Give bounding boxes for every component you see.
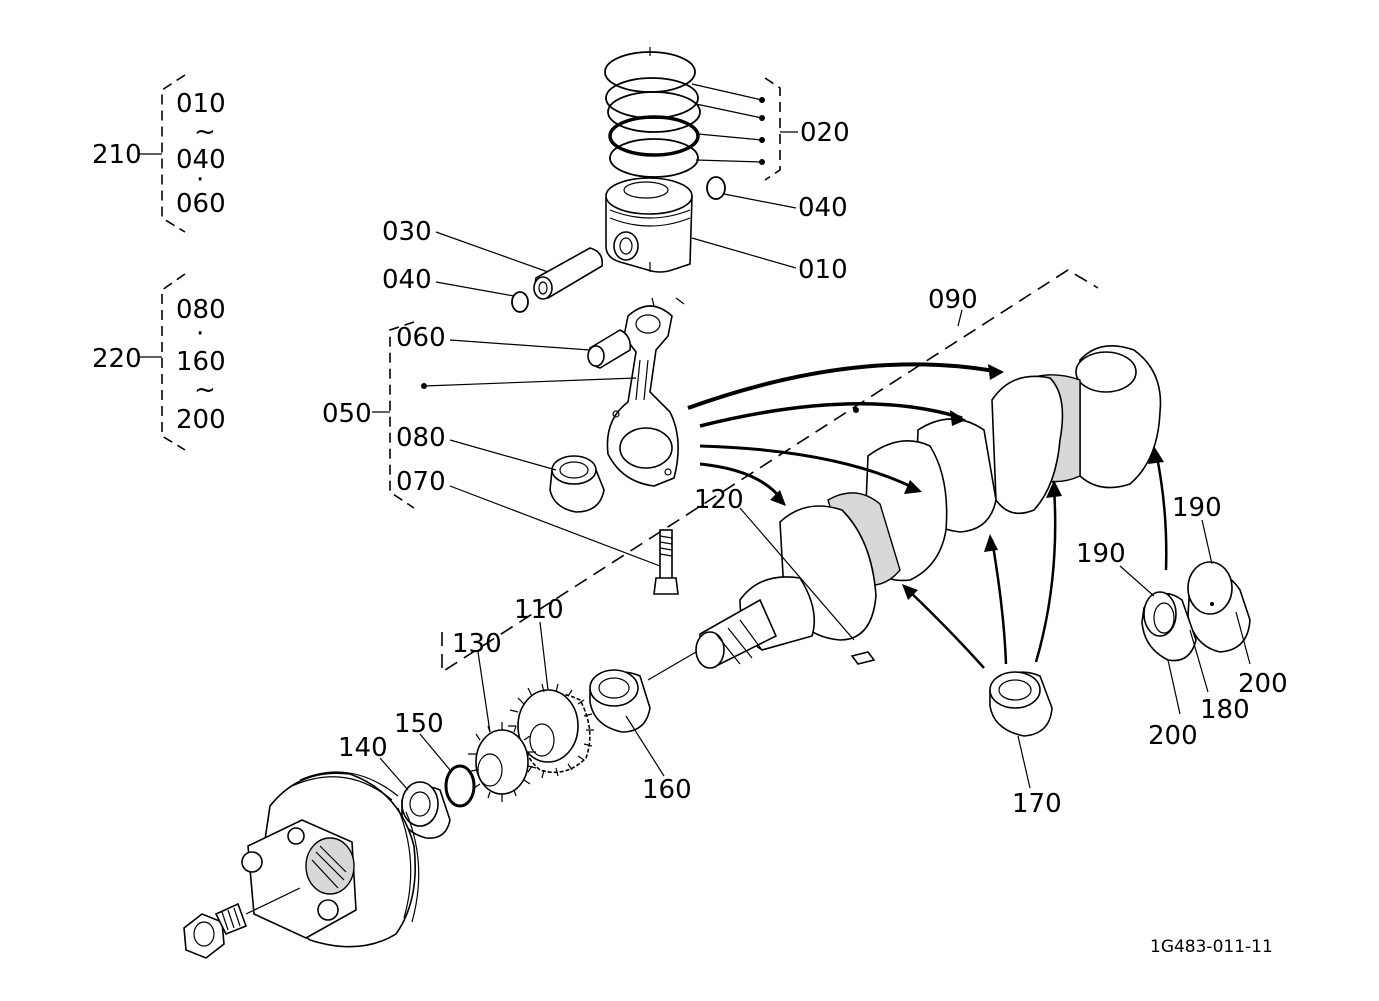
callout-200-right: 200 bbox=[1238, 669, 1288, 699]
group-210: 210 010 ~ 040 · 060 bbox=[92, 74, 226, 233]
callout-160: 160 bbox=[642, 775, 692, 805]
group-220: 220 080 · 160 ~ 200 bbox=[92, 273, 226, 451]
group-210-item-4: · bbox=[196, 165, 204, 195]
piston-pin bbox=[533, 247, 604, 300]
group-210-item-2: ~ bbox=[194, 117, 216, 147]
callout-010: 010 bbox=[798, 255, 848, 285]
callout-020: 020 bbox=[800, 118, 850, 148]
group-050-item-060: 060 bbox=[396, 323, 446, 353]
piston bbox=[605, 177, 693, 273]
callout-120: 120 bbox=[694, 485, 744, 515]
group-210-item-3: 040 bbox=[176, 145, 226, 175]
group-210-label: 210 bbox=[92, 140, 142, 170]
gear-130 bbox=[467, 722, 537, 802]
callout-200-left: 200 bbox=[1148, 721, 1198, 751]
rod-bolt bbox=[653, 529, 679, 595]
crankpin-bearing bbox=[549, 455, 605, 513]
callout-110: 110 bbox=[514, 595, 564, 625]
callout-090: 090 bbox=[928, 285, 978, 315]
pulley-bolt bbox=[183, 887, 301, 959]
group-050: 050 060 080 070 bbox=[322, 321, 446, 509]
small-end-bushing bbox=[587, 329, 632, 369]
group-050-item-080: 080 bbox=[396, 423, 446, 453]
callout-190-right: 190 bbox=[1172, 493, 1222, 523]
group-220-item-4: ~ bbox=[194, 375, 216, 405]
crank-gear-110 bbox=[508, 683, 594, 779]
crank-centerline bbox=[441, 269, 1099, 674]
snap-ring-upper: 040 bbox=[706, 176, 848, 223]
group-220-item-3: 160 bbox=[176, 347, 226, 377]
callout-050: 050 bbox=[322, 399, 372, 429]
drawing-number: 1G483-011-11 bbox=[1150, 937, 1273, 957]
collar-140 bbox=[401, 781, 451, 839]
callout-130: 130 bbox=[452, 629, 502, 659]
assembly-arrows bbox=[687, 362, 1168, 669]
callout-190-left: 190 bbox=[1076, 539, 1126, 569]
callout-150: 150 bbox=[394, 709, 444, 739]
group-050-item-070: 070 bbox=[396, 467, 446, 497]
piston-rings bbox=[604, 47, 701, 178]
group-210-item-5: 060 bbox=[176, 189, 226, 219]
front-bearing-160 bbox=[589, 669, 651, 733]
callout-170: 170 bbox=[1012, 789, 1062, 819]
callout-040-upper: 040 bbox=[798, 193, 848, 223]
main-bearing-170 bbox=[989, 671, 1053, 737]
thrust-bearing-assembly bbox=[1141, 561, 1251, 662]
crankshaft bbox=[695, 344, 1162, 669]
callout-030: 030 bbox=[382, 217, 432, 247]
callout-040-lower: 040 bbox=[382, 265, 432, 295]
group-220-item-1: 080 bbox=[176, 295, 226, 325]
callout-140: 140 bbox=[338, 733, 388, 763]
group-220-label: 220 bbox=[92, 344, 142, 374]
group-220-item-5: 200 bbox=[176, 405, 226, 435]
crank-pulley bbox=[241, 771, 420, 948]
group-020: 020 bbox=[691, 77, 850, 181]
callout-180: 180 bbox=[1200, 695, 1250, 725]
o-ring-150 bbox=[444, 764, 476, 808]
group-210-item-1: 010 bbox=[176, 89, 226, 119]
connecting-rod bbox=[606, 297, 685, 487]
group-220-item-2: · bbox=[196, 319, 204, 349]
